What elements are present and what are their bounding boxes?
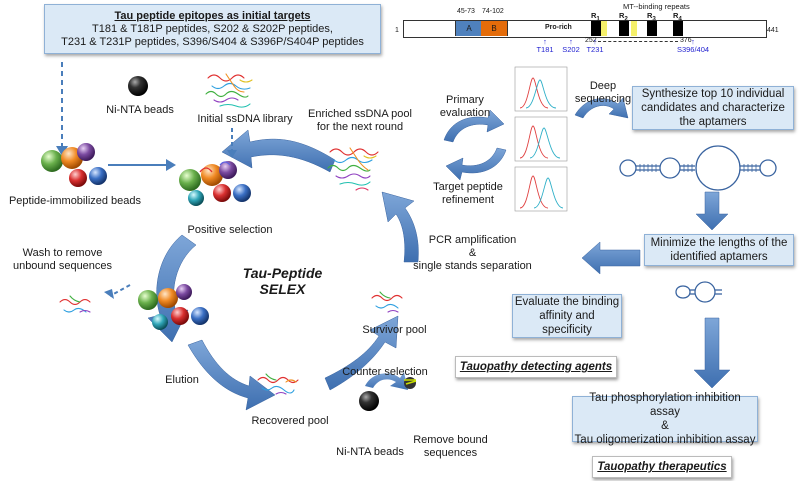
selex-label-1: Tau-Peptide xyxy=(242,265,323,281)
target-refine-label: Target peptide refinement xyxy=(433,181,503,206)
site-s396-404: ↑S396/404 xyxy=(676,37,710,54)
deep-seq-label: Deep sequencing xyxy=(574,80,632,105)
ninta-bead-top xyxy=(128,76,148,96)
wash-label: Wash to remove unbound sequences xyxy=(12,247,113,272)
mt-repeat-gap2 xyxy=(631,21,637,36)
range-end: 376 xyxy=(680,37,692,44)
cycle-arrow-bottom-right xyxy=(324,315,399,391)
primary-eval-label: Primary evaluation xyxy=(439,94,491,119)
tau-start-label: 1 xyxy=(395,27,399,34)
ninta-bottom-label: Ni-NTA beads xyxy=(336,446,404,458)
positive-selection-beads xyxy=(179,161,251,206)
cycle-arrow-eval-top xyxy=(443,109,505,143)
washed-beads xyxy=(138,284,209,330)
inhibition-box: Tau phosphorylation inhibition assay & T… xyxy=(572,392,758,446)
targets-box: Tau peptide epitopes as initial targets … xyxy=(44,4,381,54)
evaluate-box: Evaluate the binding affinity and specif… xyxy=(512,294,622,338)
site-s202: ↑S202 xyxy=(562,37,580,54)
peptide-beads-label: Peptide-immobilized beads xyxy=(8,195,142,207)
flow-histograms xyxy=(514,66,568,212)
aptamer-structure-large xyxy=(619,145,777,191)
synthesize-box: Synthesize top 10 individual candidates … xyxy=(632,86,794,130)
cycle-arrow-right xyxy=(381,191,419,263)
site-t181: ↑T181 xyxy=(536,37,554,54)
arrow-to-inhibition xyxy=(693,317,731,389)
ninta-top-label: Ni-NTA beads xyxy=(106,104,174,116)
r1-label: R1 xyxy=(591,11,600,23)
targets-line2: T231 & T231P peptides, S396/S404 & S396P… xyxy=(61,35,364,48)
positive-selection-label: Positive selection xyxy=(187,224,273,236)
initial-library-label: Initial ssDNA library xyxy=(197,113,293,125)
arrow-deep-sequencing xyxy=(574,97,629,119)
enriched-label: Enriched ssDNA pool for the next round xyxy=(308,108,412,133)
mt-title: MT--binding repeats xyxy=(623,2,690,11)
site-t231: ↑T231 xyxy=(586,37,604,54)
arrow-minimize-to-evaluate xyxy=(581,241,641,275)
mt-repeat-r1 xyxy=(591,21,601,36)
dna-enriched-pool xyxy=(327,147,379,191)
prorich-label: Pro-rich xyxy=(545,24,572,31)
mt-repeat-r2 xyxy=(619,21,629,36)
peptide-beads-group xyxy=(41,143,107,187)
dna-initial-library xyxy=(205,73,253,108)
dna-survivor-pool xyxy=(371,291,403,313)
counter-selection-label: Counter selection xyxy=(342,366,428,378)
ninta-bead-bottom xyxy=(359,391,379,411)
aptamer-structure-small xyxy=(675,281,722,303)
targets-title: Tau peptide epitopes as initial targets xyxy=(114,9,311,22)
seg-b-range: 74-102 xyxy=(482,8,504,15)
survivor-pool-label: Survivor pool xyxy=(362,324,427,336)
dna-recovered-pool xyxy=(257,373,299,395)
minimize-box: Minimize the lengths of the identified a… xyxy=(644,234,794,266)
range-dash xyxy=(598,41,678,42)
arrow-counter-bead xyxy=(365,372,408,390)
dna-unbound xyxy=(59,295,91,313)
mt-repeat-r4 xyxy=(673,21,683,36)
detecting-agents-tag: Tauopathy detecting agents xyxy=(455,356,617,378)
therapeutics-tag: Tauopathy therapeutics xyxy=(592,456,732,478)
tau-protein-diagram: 1 441 45-73 74-102 A B Pro-rich MT--bind… xyxy=(395,2,785,62)
seg-a: A xyxy=(455,21,483,36)
cycle-arrow-eval-bottom xyxy=(445,147,507,181)
mt-repeat-gap1 xyxy=(601,21,607,36)
dna-clusters xyxy=(59,73,403,395)
selex-label-2: SELEX xyxy=(259,281,306,297)
targets-line1: T181 & T181P peptides, S202 & S202P pept… xyxy=(92,22,333,35)
remove-bound-label: Remove bound sequences xyxy=(413,434,488,459)
seg-b: B xyxy=(481,21,508,36)
arrow-wash-dashed xyxy=(109,284,131,297)
range-start: 252 xyxy=(585,37,597,44)
cycle-arrow-bottom-left xyxy=(187,339,276,411)
elution-label: Elution xyxy=(165,374,199,386)
pcr-label: PCR amplification & single stands separa… xyxy=(413,234,532,272)
arrow-synth-to-minimize xyxy=(695,191,729,231)
r3-label: R3 xyxy=(647,11,656,23)
mt-repeat-r3 xyxy=(647,21,657,36)
r2-label: R2 xyxy=(619,11,628,23)
tau-end-label: 441 xyxy=(767,27,779,34)
r4-label: R4 xyxy=(673,11,682,23)
recovered-pool-label: Recovered pool xyxy=(251,415,329,427)
cycle-arrow-top xyxy=(221,129,336,173)
seg-a-range: 45-73 xyxy=(457,8,475,15)
